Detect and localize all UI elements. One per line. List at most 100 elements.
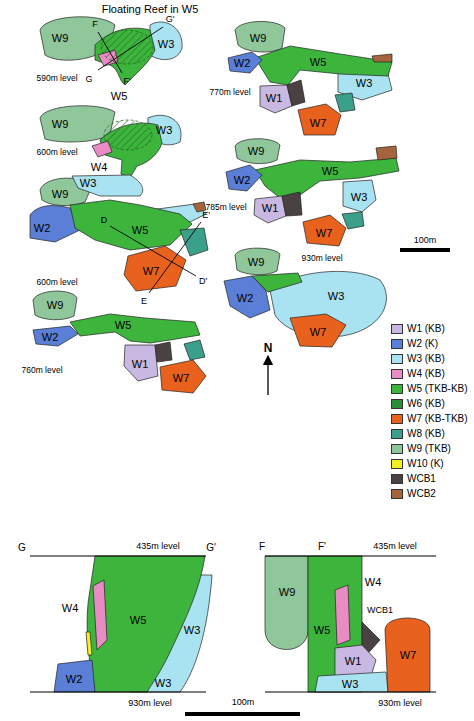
w7-body bbox=[298, 104, 341, 135]
map-label: W2 bbox=[237, 293, 254, 304]
map-label: W3 bbox=[155, 678, 172, 689]
map-label: E bbox=[141, 297, 147, 306]
legend-swatch bbox=[391, 384, 403, 394]
w9-body bbox=[235, 139, 280, 164]
map-label: W4 bbox=[365, 577, 382, 588]
map-label: W2 bbox=[42, 332, 59, 343]
map-label: 100m bbox=[232, 698, 255, 707]
map-label: W9 bbox=[52, 119, 69, 130]
legend-text: W4 (KB) bbox=[407, 368, 445, 379]
legend-swatch bbox=[391, 429, 403, 439]
w1-body bbox=[254, 196, 286, 223]
legend-swatch bbox=[391, 354, 403, 364]
map-label: W3 bbox=[356, 78, 373, 89]
scale-bar bbox=[400, 248, 450, 252]
map-label: 930m level bbox=[128, 699, 172, 708]
legend-swatch bbox=[391, 414, 403, 424]
map-label: W4 bbox=[91, 162, 108, 173]
map-label: N bbox=[264, 342, 273, 354]
map-label: G bbox=[85, 75, 92, 84]
w8-body bbox=[184, 340, 205, 360]
map-label: F bbox=[92, 20, 98, 29]
w3-body bbox=[343, 180, 376, 212]
map-label: 435m level bbox=[373, 542, 417, 551]
map-label: W2 bbox=[234, 58, 251, 69]
map-label: 590m level bbox=[36, 74, 77, 83]
map-label: W5 bbox=[130, 615, 147, 626]
map-label: W7 bbox=[310, 327, 327, 338]
map-label: 770m level bbox=[209, 88, 250, 97]
floating-reef bbox=[101, 30, 153, 64]
legend-swatch bbox=[391, 459, 403, 469]
map-label: W1 bbox=[345, 656, 362, 667]
wcb2-body bbox=[372, 54, 392, 62]
north-arrow bbox=[267, 360, 268, 395]
w9-body bbox=[33, 291, 77, 320]
legend-text: W6 (KB) bbox=[407, 398, 445, 409]
map-label: WCB1 bbox=[367, 606, 393, 615]
map-label: E' bbox=[202, 211, 210, 220]
map-label: F' bbox=[123, 77, 130, 86]
w5-body bbox=[255, 158, 399, 198]
w9-body bbox=[235, 248, 280, 275]
legend-text: W1 (KB) bbox=[407, 323, 445, 334]
section-line bbox=[110, 226, 196, 276]
legend-swatch bbox=[391, 324, 403, 334]
map-label: D bbox=[101, 216, 108, 225]
section-base bbox=[30, 691, 206, 692]
map-label: W9 bbox=[47, 300, 64, 311]
map-label: Floating Reef in W5 bbox=[102, 4, 199, 15]
legend-swatch bbox=[391, 474, 403, 484]
w3-section bbox=[315, 672, 388, 692]
w9-section bbox=[265, 556, 308, 650]
w3-body bbox=[72, 175, 143, 196]
map-label: W7 bbox=[316, 228, 333, 239]
map-label: W2 bbox=[66, 674, 83, 685]
map-label: W5 bbox=[111, 91, 128, 102]
map-label: 600m level bbox=[36, 278, 77, 287]
map-label: W9 bbox=[248, 257, 265, 268]
map-label: W7 bbox=[400, 650, 417, 661]
map-label: W5 bbox=[310, 57, 327, 68]
w4-section bbox=[93, 580, 107, 650]
legend-swatch bbox=[391, 399, 403, 409]
map-label: W3 bbox=[351, 192, 368, 203]
map-label: F bbox=[259, 542, 265, 552]
section-top bbox=[30, 555, 206, 556]
legend-text: W10 (K) bbox=[407, 458, 444, 469]
map-label: 930m level bbox=[301, 254, 342, 263]
legend-text: W5 (TKB-KB) bbox=[407, 383, 468, 394]
w4-section bbox=[335, 585, 350, 645]
wcb1-body bbox=[287, 80, 305, 106]
map-label: G bbox=[18, 543, 26, 553]
map-label: 100m bbox=[414, 236, 437, 245]
map-label: 760m level bbox=[21, 366, 62, 375]
map-label: W7 bbox=[143, 266, 160, 277]
map-label: G' bbox=[166, 15, 175, 24]
legend-text: W2 (K) bbox=[407, 338, 438, 349]
w5-section bbox=[87, 556, 205, 692]
map-label: F' bbox=[318, 542, 326, 552]
legend-text: WCB2 bbox=[407, 488, 436, 499]
w5-body bbox=[70, 314, 200, 343]
section-line bbox=[149, 222, 201, 293]
map-label: W4 bbox=[62, 603, 79, 614]
map-label: W5 bbox=[314, 625, 331, 636]
w2-body bbox=[226, 165, 262, 191]
scale-bar bbox=[185, 712, 300, 716]
map-label: W3 bbox=[184, 625, 201, 636]
w2-body bbox=[228, 52, 262, 73]
map-label: W3 bbox=[80, 178, 97, 189]
wcb1-body bbox=[155, 342, 172, 362]
w2-body bbox=[33, 326, 78, 346]
wcb1-body bbox=[282, 192, 302, 216]
map-label: W3 bbox=[328, 291, 345, 302]
section-line bbox=[98, 27, 163, 70]
map-label: W3 bbox=[342, 679, 359, 690]
w10-section bbox=[86, 632, 92, 655]
w8-body bbox=[335, 93, 355, 112]
w9-body bbox=[235, 21, 285, 52]
map-label: W1 bbox=[266, 93, 283, 104]
